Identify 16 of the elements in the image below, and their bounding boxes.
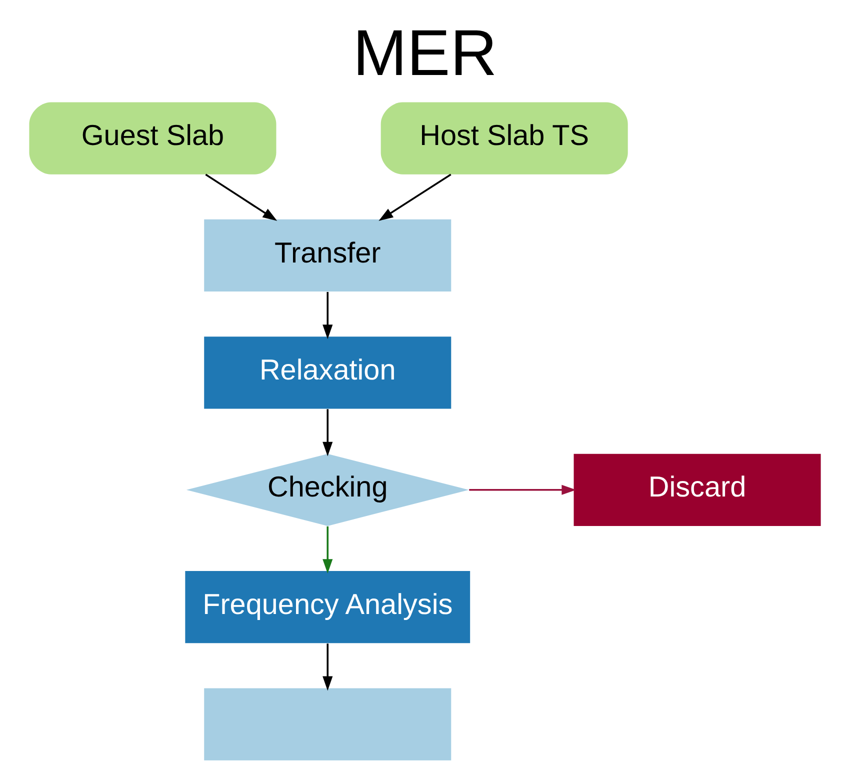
node-box — [204, 688, 451, 760]
arrow — [322, 644, 332, 691]
node-box: Host Slab TS — [380, 102, 628, 174]
node-box: Frequency Analysis — [184, 571, 470, 644]
node-box: Guest Slab — [28, 102, 276, 174]
node-box: Relaxation — [204, 336, 451, 409]
arrow — [322, 526, 332, 574]
diagram-title: MER — [352, 16, 497, 89]
node-diamond: Checking — [186, 454, 468, 526]
node-box: Transfer — [204, 219, 451, 292]
arrow — [204, 174, 277, 221]
arrow — [322, 409, 332, 456]
arrow — [322, 292, 332, 340]
node-box: Discard — [573, 454, 820, 526]
arrow — [468, 484, 576, 495]
arrow — [378, 174, 451, 221]
